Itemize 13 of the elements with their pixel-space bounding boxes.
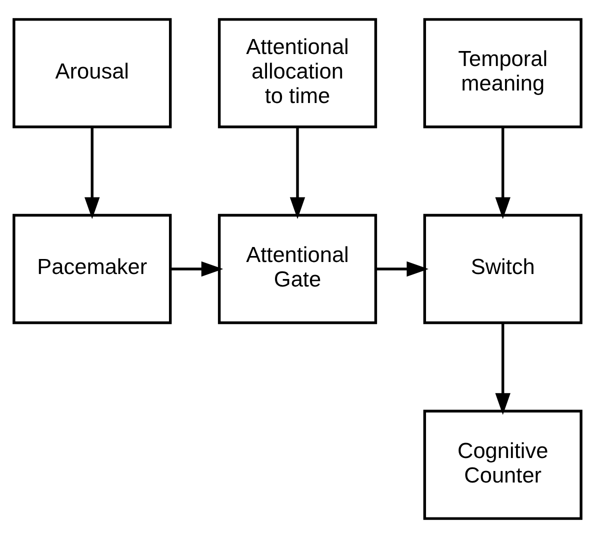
node-box: Arousal <box>12 18 172 128</box>
arrow <box>84 126 100 219</box>
node-box: Switch <box>423 213 582 324</box>
arrow <box>170 260 224 276</box>
node-box: Attentional Gate <box>218 213 378 324</box>
arrow <box>495 126 510 219</box>
node-box: Attentional allocation to time <box>218 18 378 128</box>
node-box: Temporal meaning <box>423 18 582 128</box>
node-box: Cognitive Counter <box>423 409 582 520</box>
arrow <box>495 322 510 414</box>
arrow <box>290 126 306 219</box>
arrow <box>376 260 428 276</box>
node-box: Pacemaker <box>12 213 172 324</box>
